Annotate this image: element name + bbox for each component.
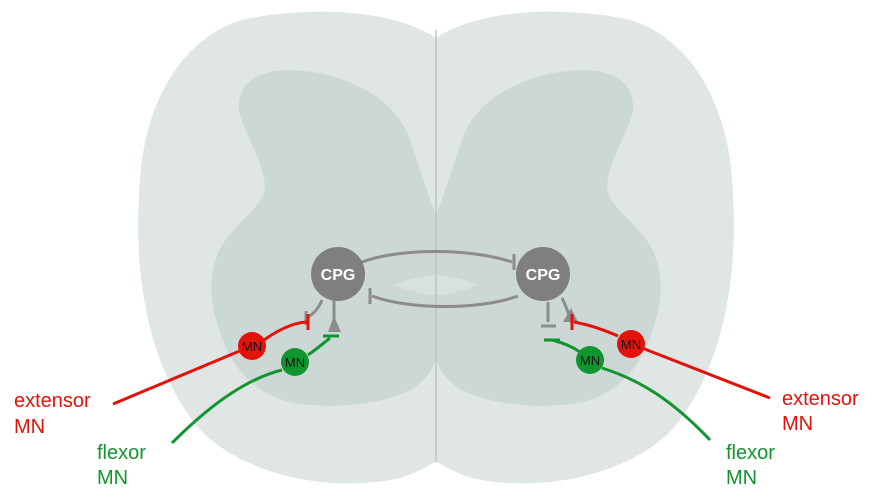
cpg-right-label: CPG — [526, 267, 561, 284]
left-extensor-label-line2: MN — [14, 416, 45, 438]
mn-flexor-right-label: MN — [580, 353, 600, 368]
mn-flexor-left-label: MN — [285, 355, 305, 370]
left-flexor-label-line1: flexor — [97, 442, 146, 464]
mn-extensor-left-label: MN — [242, 339, 262, 354]
right-flexor-label-line1: flexor — [726, 442, 775, 464]
mn-extensor-right-label: MN — [621, 337, 641, 352]
cpg-left-label: CPG — [321, 267, 356, 284]
right-flexor-label-line2: MN — [726, 467, 757, 489]
right-extensor-label-line2: MN — [782, 413, 813, 435]
right-extensor-label-line1: extensor — [782, 388, 859, 410]
left-extensor-label-line1: extensor — [14, 390, 91, 412]
left-flexor-label-line2: MN — [97, 467, 128, 489]
